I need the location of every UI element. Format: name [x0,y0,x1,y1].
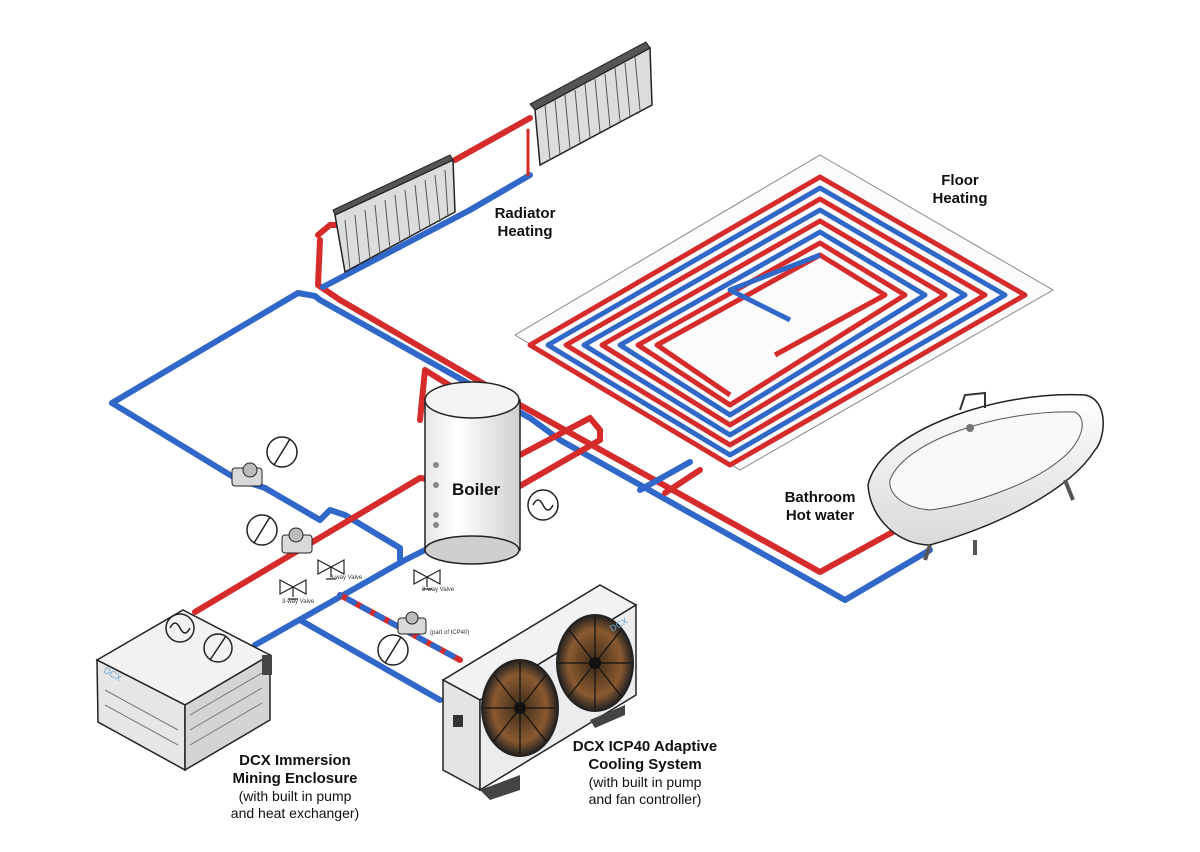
cooling-system: DCX [441,584,638,800]
enclosure-symbols [165,613,233,663]
radiator-right [529,41,653,167]
label-radiator-line1: Radiator [494,205,556,222]
pump-symbol-upper [266,436,298,468]
label-cooler-line4: and fan controller) [588,790,702,807]
label-enclosure-line3: (with built in pump [238,788,352,804]
label-enclosure-line4: and heat exchanger) [230,804,360,821]
three-way-valve-1 [279,578,307,600]
flow-symbols [246,436,559,666]
pump-symbol-enclosure [203,633,233,663]
label-floor-line2: Heating [932,190,988,207]
label-immersion-enclosure: DCX Immersion Mining Enclosure (with bui… [200,752,390,822]
bathtub [867,391,1104,561]
pump-cooler [397,611,427,635]
floor-heating-panel [514,154,1055,471]
label-valve-1: 3-way Valve [282,599,315,605]
pump-symbol-middle [246,514,278,546]
label-boiler: Boiler [452,480,501,499]
radiator-left [332,154,456,274]
label-bathroom-line2: Hot water [785,507,855,524]
label-cooler-line2: Cooling System [588,756,702,773]
label-enclosure-line1: DCX Immersion [239,752,351,769]
pump-middle [281,527,313,554]
heater-symbol-boiler [527,489,559,521]
three-way-valve-2 [317,558,345,580]
cooling-fan-left [481,659,559,757]
label-cooling-system: DCX ICP40 Adaptive Cooling System (with … [545,738,745,808]
pump-symbol-lower [377,634,409,666]
label-valve-2: 3-way Valve [330,575,363,581]
label-valve-3: 3-way Valve [422,587,455,593]
three-way-valve-3 [413,568,441,590]
label-bathroom-line1: Bathroom [784,489,856,506]
cooling-fan-right [556,614,634,712]
label-floor-line1: Floor [941,172,979,189]
label-icp-note: (part of ICP40) [430,630,470,636]
label-bathroom-hot-water: Bathroom Hot water [760,489,880,525]
boiler-tank [424,381,521,565]
immersion-enclosure: DCX [95,609,272,772]
label-cooler-line3: (with built in pump [588,774,702,790]
label-floor-heating: Floor Heating [910,172,1010,208]
three-way-valves [279,558,441,600]
pump-upper [231,462,263,487]
label-enclosure-line2: Mining Enclosure [232,770,358,787]
label-radiator-heating: Radiator Heating [470,205,580,241]
heater-symbol-enclosure [165,613,195,643]
label-cooler-line1: DCX ICP40 Adaptive [572,738,718,755]
label-radiator-line2: Heating [497,223,553,240]
